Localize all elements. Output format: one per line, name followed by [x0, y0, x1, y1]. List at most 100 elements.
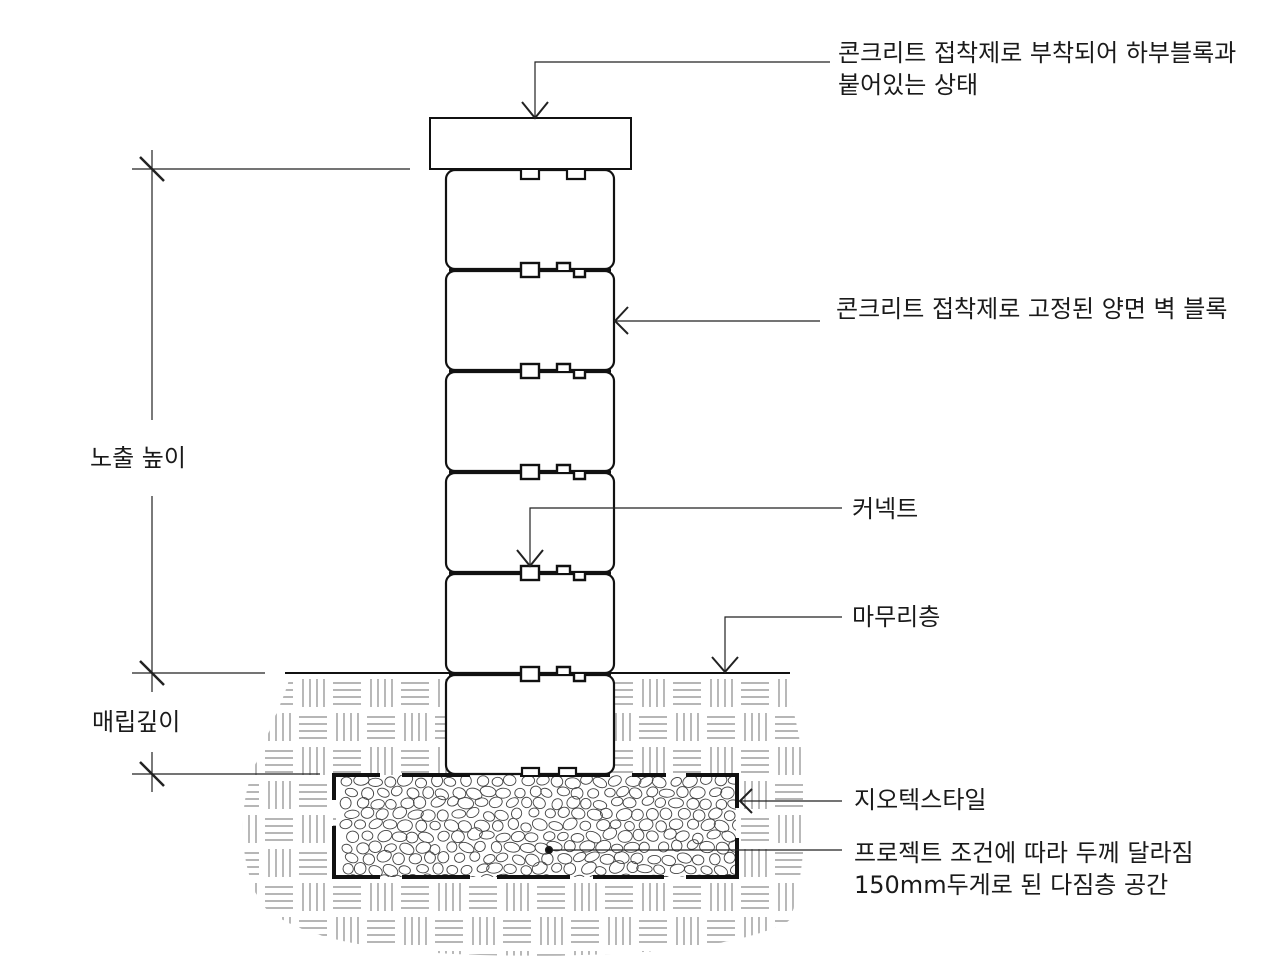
gravel-pebble: [384, 776, 397, 788]
gravel-pebble: [492, 820, 504, 832]
gravel-pebble: [447, 796, 459, 807]
gravel-pebble: [392, 852, 405, 866]
gravel-pebble: [466, 806, 480, 819]
cap-block: [429, 117, 632, 170]
gravel-pebble: [599, 807, 613, 819]
gravel-pebble: [629, 787, 643, 799]
gravel-pebble: [686, 839, 699, 850]
gravel-pebble: [638, 818, 654, 832]
gravel-pebble: [510, 831, 525, 843]
gravel-pebble: [446, 865, 459, 876]
gravel-pebble: [398, 865, 411, 875]
gravel-pebble: [723, 810, 736, 822]
gravel-pebble: [495, 832, 511, 843]
gravel-pebble: [587, 788, 600, 799]
gravel-pebble: [728, 840, 736, 853]
soil-hatch-cell: [642, 883, 665, 911]
connector-pin: [519, 463, 541, 481]
gravel-pebble: [543, 831, 556, 842]
gravel-pebble: [630, 852, 644, 865]
soil-hatch-cell: [537, 954, 565, 956]
gravel-pebble: [491, 776, 504, 787]
gravel-pebble: [368, 840, 382, 853]
cap-arrow: [521, 101, 549, 120]
wall-block: [444, 269, 616, 372]
gravel-pebble: [483, 854, 496, 864]
soil-hatch-cell: [676, 917, 699, 945]
soil-hatch-cell: [775, 852, 803, 875]
dim-tick-base: [139, 761, 165, 787]
gravel-pebble: [521, 796, 533, 809]
gravel-pebble: [562, 817, 578, 831]
soil-hatch-cell: [438, 951, 461, 956]
gravel-pebble: [573, 852, 587, 863]
soil-hatch-cell: [710, 883, 733, 911]
soil-hatch-cell: [741, 750, 769, 773]
gravel-pebble: [700, 865, 713, 875]
connector-pin: [519, 261, 541, 279]
gravel-pebble: [479, 874, 496, 877]
gravel-pebble: [532, 796, 546, 809]
gravel-pebble: [370, 799, 385, 810]
gravel-pebble: [361, 830, 374, 841]
gravel-pebble: [657, 841, 670, 853]
gravel-pebble: [675, 830, 690, 842]
gravel-pebble: [382, 863, 399, 877]
gravel-pebble: [421, 873, 434, 877]
gravel-pebble: [571, 874, 586, 877]
gravel-pebble: [392, 806, 408, 820]
soil-hatch-cell: [775, 784, 803, 807]
exposed-height-label: 노출 높이: [90, 444, 186, 472]
gravel-pebble: [474, 797, 489, 807]
soil-hatch-cell: [248, 679, 257, 707]
base-label-line1: 프로젝트 조건에 따라 두께 달라짐: [854, 839, 1194, 867]
gravel-pebble: [622, 797, 637, 809]
soil-hatch-cell: [333, 682, 361, 705]
soil-hatch-cell: [333, 886, 361, 909]
soil-hatch-cell: [401, 954, 429, 956]
soil-hatch-cell: [639, 716, 667, 739]
gravel-pebble: [353, 862, 367, 875]
soil-hatch-cell: [778, 815, 801, 843]
soil-hatch-cell: [775, 716, 803, 739]
gravel-pebble: [495, 852, 509, 863]
soil-hatch-cell: [242, 784, 259, 807]
soil-hatch-cell: [744, 849, 767, 877]
gravel-pebble: [659, 807, 673, 821]
soil-hatch-cell: [744, 781, 767, 809]
soil-hatch-cell: [265, 818, 293, 841]
gravel-pebble: [346, 830, 360, 844]
soil-hatch-cell: [778, 747, 801, 775]
gravel-pebble: [457, 797, 474, 810]
gravel-pebble: [377, 874, 391, 877]
connector-label: 커넥트: [852, 495, 919, 523]
gravel-pebble: [706, 829, 721, 840]
gravel-pebble: [631, 808, 644, 821]
connector-notch: [555, 261, 587, 279]
gravel-pebble: [540, 787, 553, 798]
gravel-pebble: [691, 854, 705, 866]
soil-hatch-cell: [707, 920, 735, 943]
connector-leader: [529, 507, 842, 566]
gravel-pebble: [596, 819, 611, 832]
gravel-pebble: [699, 840, 715, 854]
soil-hatch-cell: [248, 747, 257, 775]
soil-hatch-cell: [710, 951, 733, 956]
gravel-pebble: [360, 806, 375, 819]
soil-hatch-cell: [367, 716, 395, 739]
gravel-pebble: [653, 864, 666, 875]
gravel-pebble: [503, 775, 517, 787]
gravel-pebble: [584, 851, 600, 863]
soil-hatch-cell: [639, 920, 667, 943]
gravel-pebble: [340, 776, 353, 787]
gravel-pebble: [609, 819, 622, 830]
gravel-pebble: [443, 776, 457, 787]
gravel-pebble: [714, 775, 728, 787]
soil-hatch-cell: [438, 883, 461, 911]
gravel-pebble: [709, 853, 721, 866]
gravel-pebble: [632, 828, 645, 842]
soil-hatch-cell: [248, 815, 257, 843]
soil-hatch-cell: [741, 818, 769, 841]
soil-hatch-cell: [242, 716, 259, 739]
